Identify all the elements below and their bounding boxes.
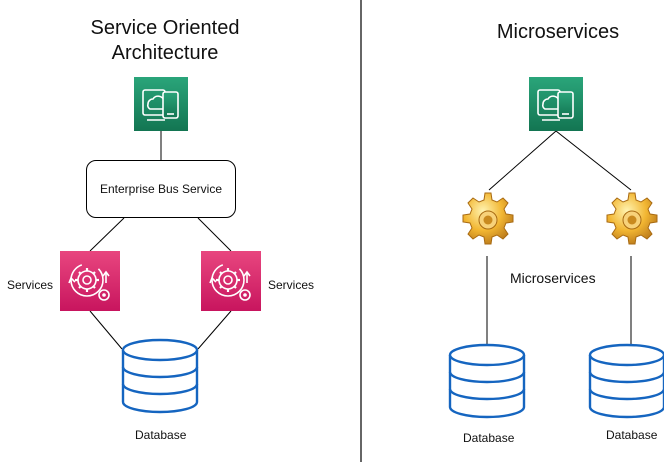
soa-title: Service Oriented Architecture: [60, 16, 270, 66]
microservice-left-gear-icon: [462, 192, 514, 245]
micro-mobile-client-icon: [528, 76, 584, 132]
micro-database-right-icon: [588, 343, 664, 419]
micro-title: Microservices: [496, 21, 620, 43]
services-left-label: Services: [7, 278, 54, 292]
soa-title-line2: Architecture: [111, 42, 219, 64]
micro-connectors: [486, 130, 632, 349]
micro-database-left-label: Database: [463, 431, 515, 445]
soa-database-label: Database: [135, 428, 187, 442]
micro-center-label: Microservices: [510, 270, 596, 286]
service-right-icon: [199, 249, 263, 313]
service-left-icon: [58, 249, 122, 313]
services-right-label: Services: [268, 278, 315, 292]
enterprise-bus-label: Enterprise Bus Service: [99, 182, 223, 196]
soa-connectors: [89, 131, 232, 350]
micro-database-left-icon: [448, 343, 526, 419]
micro-database-right-label: Database: [606, 428, 658, 442]
soa-database-icon: [121, 338, 199, 414]
soa-mobile-client-icon: [133, 76, 189, 132]
enterprise-bus-box: Enterprise Bus Service: [86, 160, 236, 218]
microservice-right-gear-icon: [606, 192, 658, 245]
soa-title-line1: Service Oriented: [90, 17, 240, 39]
